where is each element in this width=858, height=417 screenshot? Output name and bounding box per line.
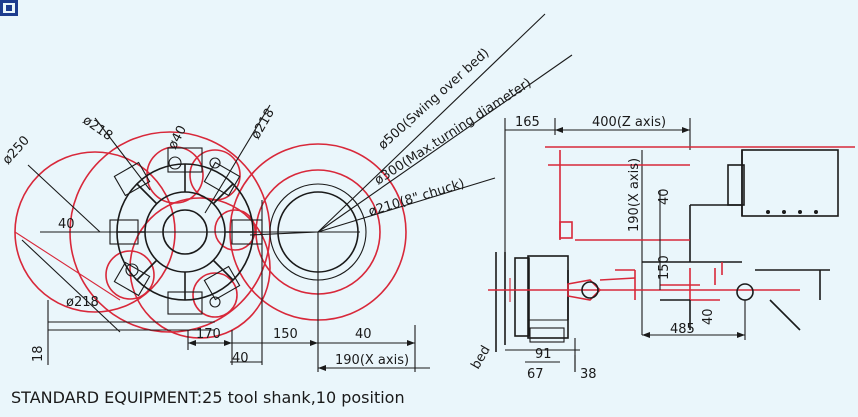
- dim-165: 165: [515, 115, 540, 130]
- dia-218-label-a: ø218: [80, 113, 115, 144]
- dim-67: 67: [527, 367, 544, 382]
- dim-485: 485: [670, 322, 695, 337]
- dim-150: 150: [273, 327, 298, 342]
- dia-218-label-b: ø218: [248, 106, 277, 142]
- dim-170: 170: [196, 327, 221, 342]
- corner-logo: [0, 0, 18, 16]
- standard-equipment-caption: STANDARD EQUIPMENT:25 tool shank,10 posi…: [11, 388, 405, 407]
- dim-40-right: 40: [355, 327, 372, 342]
- dim-40-upper: 40: [657, 188, 672, 205]
- dia-218-label-c: ø218: [66, 295, 99, 310]
- dim-18: 18: [31, 345, 46, 362]
- x-axis-travel-label: 190(X axis): [335, 353, 409, 368]
- dim-40-left: 40: [58, 217, 75, 232]
- side-view: 165 400(Z axis): [468, 115, 855, 382]
- dim-150-right: 150: [657, 255, 672, 280]
- turret-front-view: ø218 ø40 ø218 ø250 ø218 ø500(Swing over …: [0, 13, 573, 372]
- dim-91: 91: [535, 347, 552, 362]
- x-axis-travel-label-right: 190(X axis): [627, 158, 642, 232]
- dia-250-label: ø250: [0, 133, 33, 167]
- dim-40-lower: 40: [701, 308, 716, 325]
- dim-40-bottom: 40: [232, 351, 249, 366]
- dim-38: 38: [580, 367, 597, 382]
- z-axis-travel-label: 400(Z axis): [592, 115, 666, 130]
- bed-label: bed: [468, 343, 493, 372]
